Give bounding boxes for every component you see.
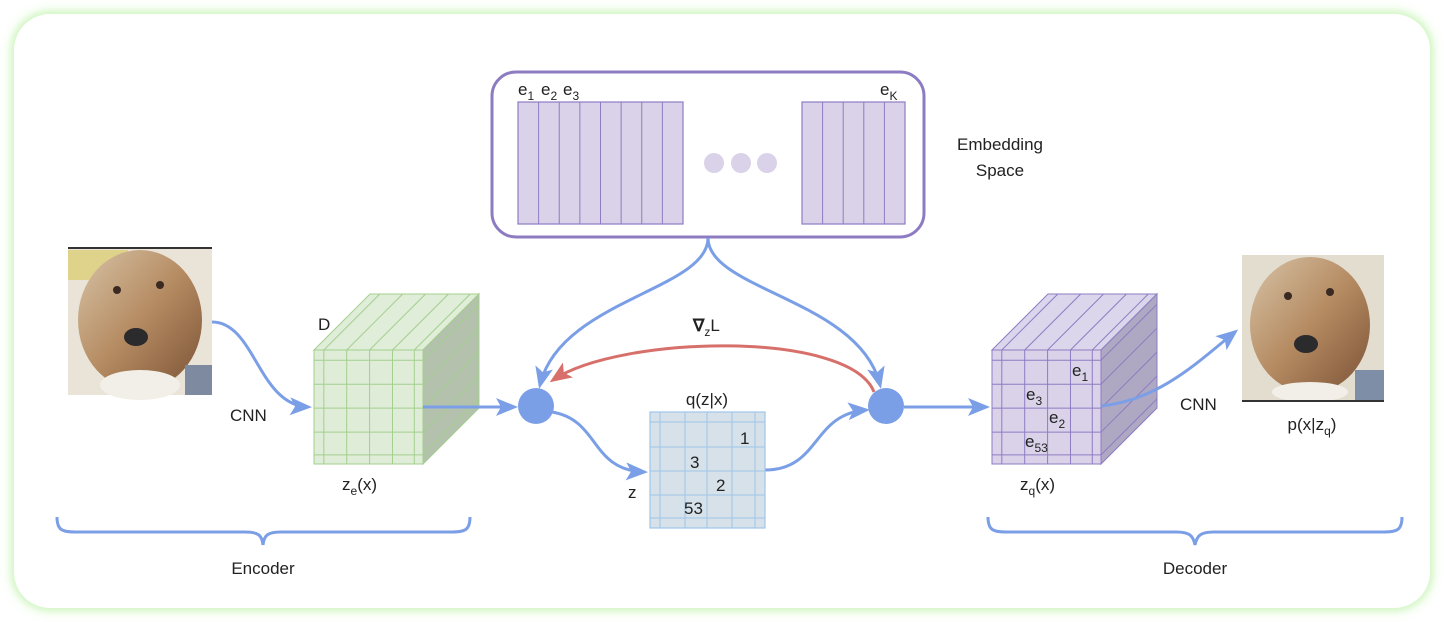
embedding-e2: e2 — [541, 80, 557, 103]
embedding-block-left — [517, 101, 684, 225]
decoder-cell: e2 — [1049, 408, 1065, 431]
cube-depth-line — [1100, 327, 1158, 385]
gradient-arrow — [549, 344, 876, 393]
cube-depth-line — [1100, 351, 1158, 409]
cube-depth-line — [413, 293, 471, 351]
encoder-cnn-arrow — [211, 320, 312, 416]
cube-front-face — [313, 349, 424, 465]
ellipsis-dot — [704, 153, 724, 173]
cube-depth-line — [1047, 293, 1104, 351]
cube-depth-line — [392, 293, 449, 351]
decoder-input-cube — [990, 292, 1159, 466]
cube-depth-line — [1100, 398, 1158, 456]
index-cell: 2 — [716, 476, 725, 495]
embedding-space-label-2: Space — [976, 161, 1024, 180]
z-label: z — [628, 483, 637, 502]
cube-depth-line — [1100, 303, 1158, 361]
decoder-brace — [986, 516, 1404, 546]
embedding-to-right-arrow — [706, 237, 885, 389]
cube-depth-line — [1070, 293, 1127, 351]
index-cell: 3 — [690, 453, 699, 472]
encoder-brace — [55, 516, 472, 546]
output-label: p(x|zq) — [1288, 415, 1337, 438]
index-cell: 1 — [740, 429, 749, 448]
cube-depth-line — [323, 293, 381, 351]
cube-depth-line — [422, 303, 480, 361]
decoder-cnn-label: CNN — [1180, 395, 1217, 414]
embedding-block — [801, 101, 906, 225]
z-to-grid-arrow — [551, 410, 648, 481]
gradient-label: ∇zL — [692, 316, 720, 339]
decoder-cell: e3 — [1026, 385, 1042, 408]
cube-depth-line — [369, 293, 426, 351]
index-cell: 53 — [684, 499, 703, 518]
decoder-cell: e1 — [1072, 361, 1088, 384]
decoder-label: Decoder — [1163, 559, 1228, 578]
cube-depth-line — [422, 351, 480, 409]
embedding-e3: e3 — [563, 80, 579, 103]
cube-depth-line — [1091, 293, 1149, 351]
cube-depth-line — [422, 375, 480, 433]
lookup-node — [868, 388, 904, 424]
embedding-e1: e1 — [518, 80, 534, 103]
zq-label: zq(x) — [1020, 475, 1055, 498]
cube-depth-line — [1100, 375, 1158, 433]
decoder-cell: e53 — [1025, 432, 1048, 455]
encoder-label: Encoder — [231, 559, 295, 578]
encoder-output-cube — [312, 292, 481, 466]
grid-to-lookup-arrow — [764, 402, 870, 472]
depth-label: D — [318, 315, 330, 334]
ellipsis-dot — [731, 153, 751, 173]
ze-label: ze(x) — [342, 475, 377, 498]
cube-depth-line — [1001, 293, 1059, 351]
cube-depth-line — [422, 327, 480, 385]
cube-depth-line — [346, 293, 404, 351]
decoder-cnn-arrow — [1100, 329, 1239, 408]
embedding-eK: eK — [880, 80, 897, 103]
nearest-neighbor-node — [518, 388, 554, 424]
encoder-cnn-label: CNN — [230, 406, 267, 425]
output-image — [1242, 255, 1384, 402]
cube-depth-line — [1024, 293, 1082, 351]
embedding-to-left-arrow — [535, 237, 710, 389]
embedding-block-right — [801, 101, 906, 225]
input-image — [68, 247, 212, 400]
embedding-space: e1 e2 e3 eK — [490, 70, 926, 239]
q-title: q(z|x) — [686, 390, 728, 409]
quantizer-grid — [649, 411, 766, 529]
embedding-space-label: Embedding — [957, 135, 1043, 154]
ellipsis-dot — [757, 153, 777, 173]
cube-front-face — [991, 349, 1102, 465]
